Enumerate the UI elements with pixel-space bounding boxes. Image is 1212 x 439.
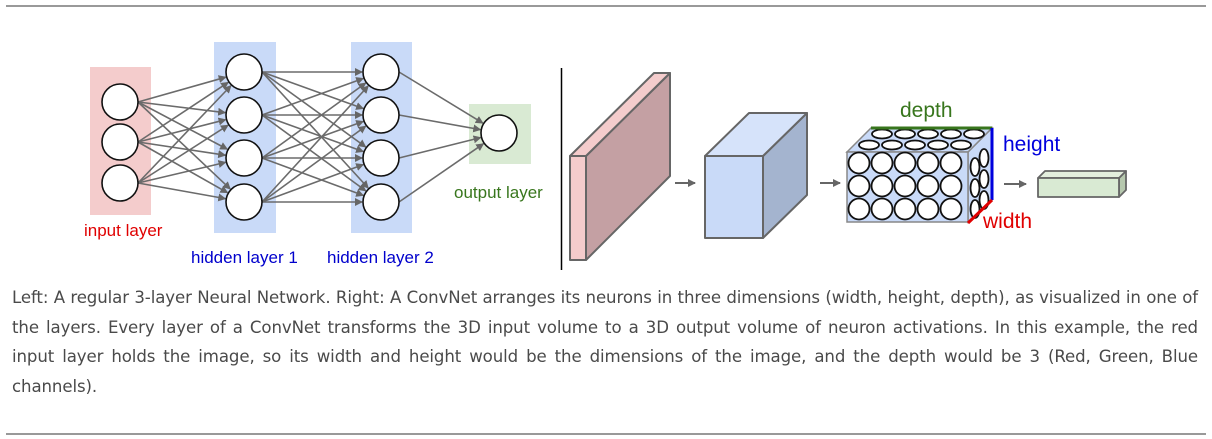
hidden-volume-front [704, 155, 764, 239]
volume-neuron-top [927, 139, 949, 151]
volume-neuron-front [939, 197, 963, 221]
connection-edge [261, 114, 367, 192]
volume-neuron-top [963, 128, 985, 140]
hidden-layer-2-neuron [362, 53, 400, 91]
convnet-diagram: depth height width [569, 72, 1127, 261]
connection-edge [261, 85, 369, 203]
volume-neuron-front [847, 151, 871, 175]
volume-neuron-top [904, 139, 926, 151]
neuron-volume: depth height width [845, 99, 1060, 233]
connection-edge [261, 77, 365, 116]
volume-neuron-front [893, 174, 917, 198]
connection-edge [261, 71, 365, 110]
connection-edge [137, 85, 232, 184]
hidden-layer-2-neuron [362, 183, 400, 221]
volume-neuron-front [847, 197, 871, 221]
connection-edge [398, 135, 482, 159]
hidden-layer-2-label: hidden layer 2 [327, 248, 434, 267]
volume-neuron-front [916, 197, 940, 221]
volume-neuron-front [893, 197, 917, 221]
connection-edge [137, 81, 229, 143]
hidden-volume [704, 112, 808, 239]
input-volume [569, 72, 671, 261]
connection-edge [398, 143, 485, 203]
output-volume [1037, 170, 1127, 198]
volume-neuron-side [969, 157, 981, 177]
hidden-layer-1-neuron [225, 53, 263, 91]
connection-edge [137, 182, 227, 202]
volume-neuron-front [893, 151, 917, 175]
connection-edge [261, 157, 365, 197]
connection-edge [398, 114, 482, 133]
volume-neuron-front [939, 174, 963, 198]
volume-neuron-top [917, 128, 939, 140]
volume-neuron-top [881, 139, 903, 151]
height-label: height [1003, 133, 1060, 156]
connection-edge [261, 71, 367, 148]
volume-neuron-side [969, 178, 981, 198]
connection-edge [137, 101, 231, 190]
input-layer-label: input layer [84, 221, 163, 240]
volume-neuron-side [978, 148, 990, 168]
connection-edge [261, 120, 365, 159]
volume-neuron-front [916, 174, 940, 198]
input-layer-neuron [101, 123, 139, 161]
hidden-layer-1-neuron [225, 183, 263, 221]
volume-neuron-top [950, 139, 972, 151]
volume-neuron-front [939, 151, 963, 175]
volume-neuron-front [916, 151, 940, 175]
hidden-layer-2-neuron [362, 96, 400, 134]
hidden-layer-1-neuron [225, 96, 263, 134]
hidden-layer-1-label: hidden layer 1 [191, 248, 298, 267]
volume-neuron-front [870, 174, 894, 198]
bottom-divider [6, 433, 1206, 435]
width-label: width [982, 210, 1032, 233]
width-edge [966, 198, 994, 225]
connection-edge [261, 163, 365, 203]
output-layer-label: output layer [454, 183, 543, 202]
connection-edge [137, 160, 227, 184]
connection-edge [137, 101, 227, 116]
connection-edge [261, 82, 367, 159]
volume-neuron-front [870, 197, 894, 221]
volume-neuron-side [978, 169, 990, 189]
hidden-layer-1-neuron [225, 139, 263, 177]
volume-neuron-front [847, 174, 871, 198]
volume-neuron-top [871, 128, 893, 140]
output-volume-front [1037, 177, 1120, 198]
connection-edge [137, 124, 229, 184]
output-volume-top [1037, 170, 1127, 179]
volume-neuron-top [858, 139, 880, 151]
connection-edge [137, 141, 227, 159]
depth-label: depth [900, 99, 953, 122]
neural-network-diagram: input layer hidden layer 1 hidden layer … [84, 42, 543, 267]
volume-neuron-top [940, 128, 962, 140]
connection-edge [261, 125, 367, 203]
figure-caption: Left: A regular 3-layer Neural Network. … [12, 288, 1198, 396]
connection-edge [261, 114, 365, 153]
figure: input layer hidden layer 1 hidden layer … [84, 42, 1127, 270]
input-volume-front [569, 155, 587, 261]
hidden-layer-2-neuron [362, 139, 400, 177]
output-layer-neuron [480, 114, 518, 152]
input-layer-neuron [101, 83, 139, 121]
volume-neuron-front [870, 151, 894, 175]
volume-neuron-top [894, 128, 916, 140]
connection-edge [137, 117, 227, 143]
connection-edge [137, 75, 227, 103]
connection-edge [398, 71, 484, 124]
connection-edge [137, 141, 229, 194]
connection-edge [137, 101, 229, 150]
input-layer-neuron [101, 164, 139, 202]
top-divider [6, 5, 1206, 7]
